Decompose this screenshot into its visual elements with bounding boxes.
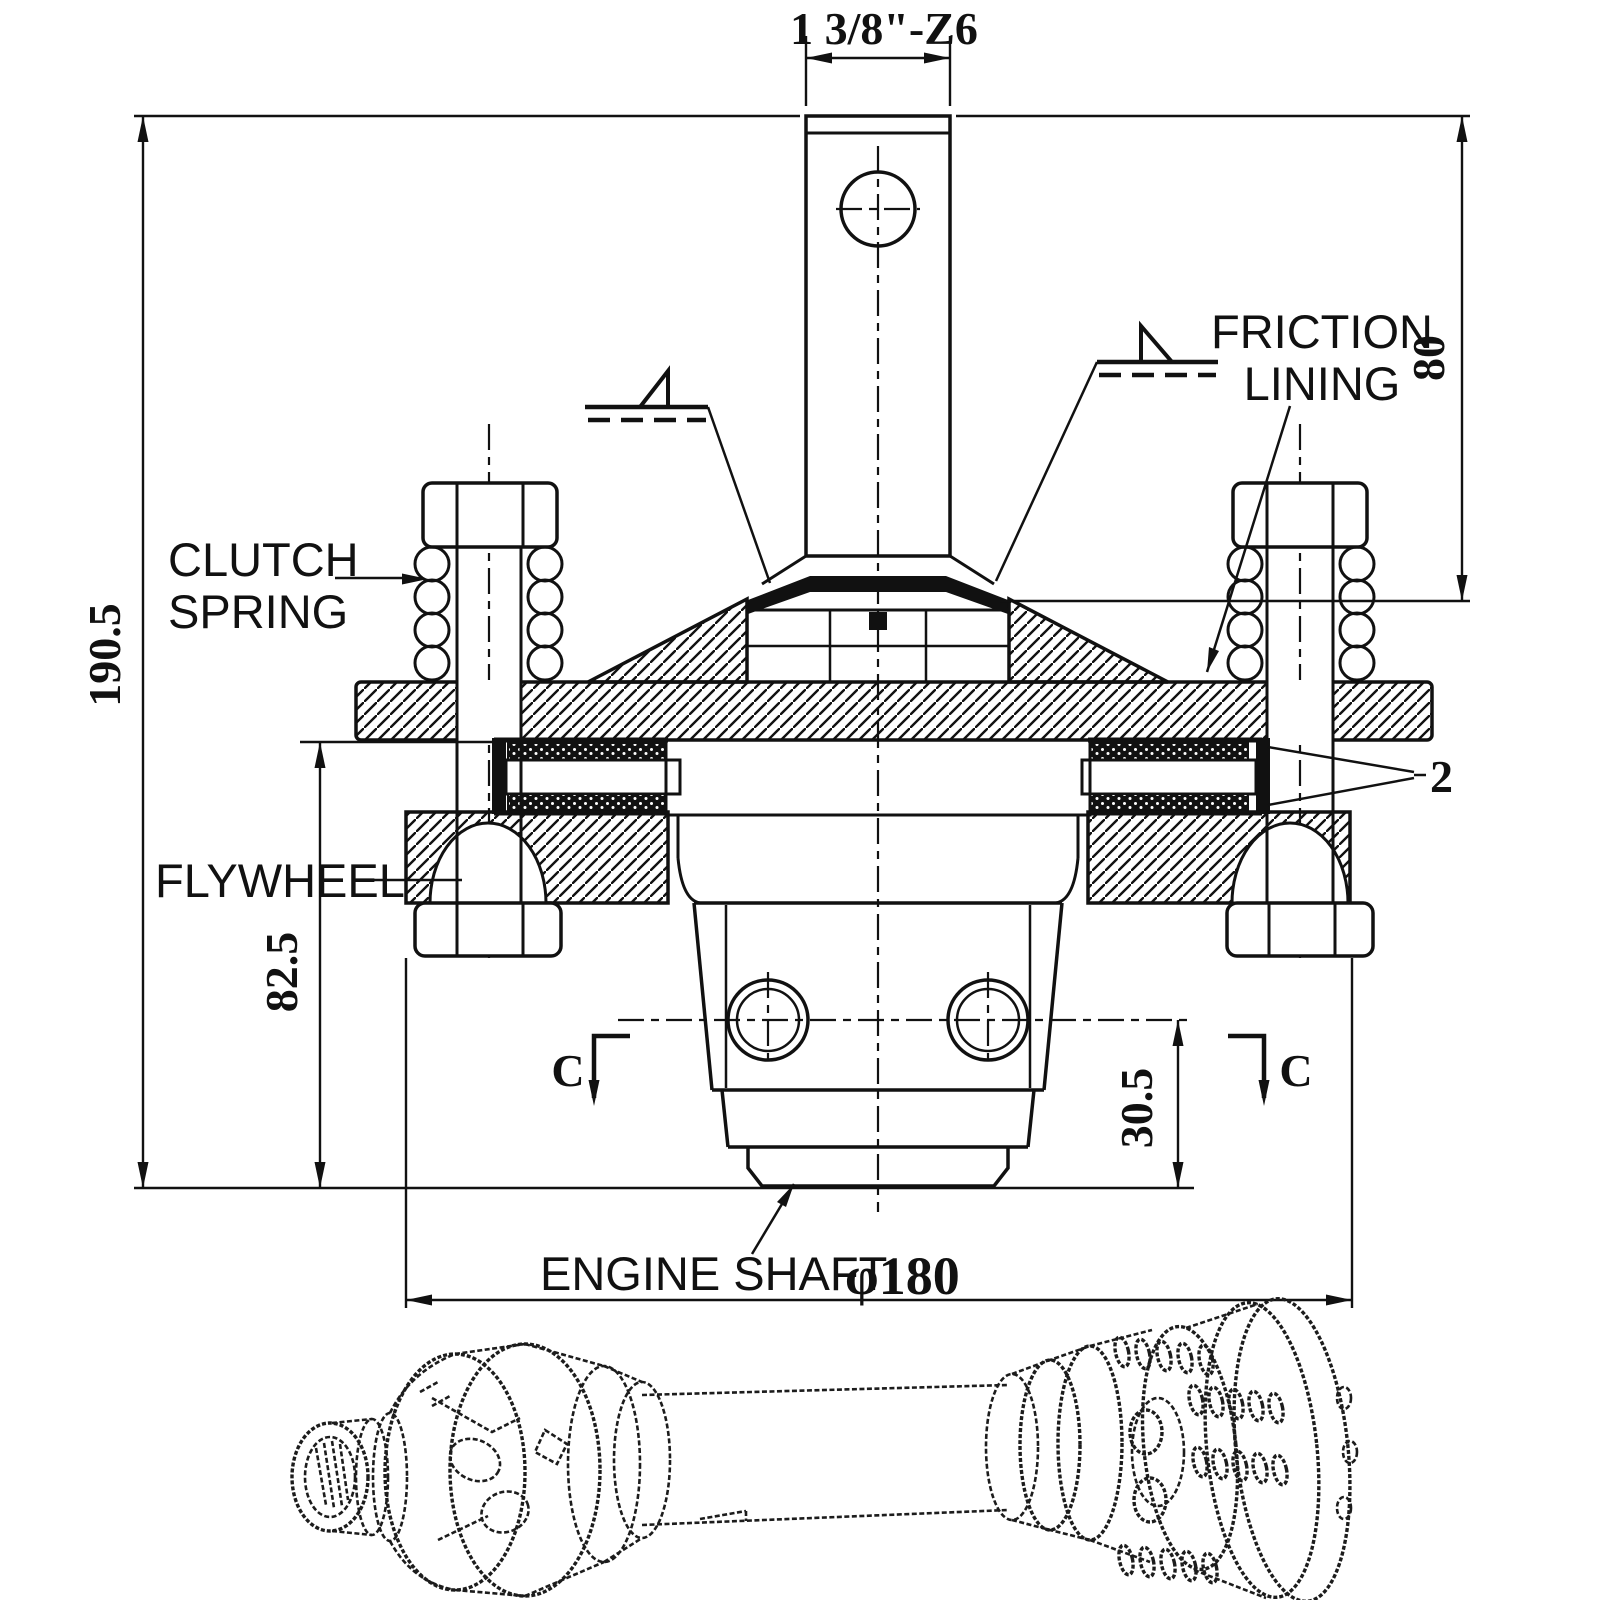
dim-overall-height: 190.5 (79, 114, 1194, 1190)
clutch-spring-assembly-left (413, 481, 564, 903)
coil-spring-right (1226, 545, 1376, 682)
dim-30-5-text: 30.5 (1111, 1068, 1162, 1149)
pressure-plate (354, 680, 1434, 742)
bolt-hole-left (726, 978, 810, 1062)
hex-nut-top-right (1231, 481, 1369, 549)
section-marker-left: C (551, 1033, 630, 1106)
dim-hole-to-bottom: 30.5 (1111, 1020, 1184, 1188)
hex-nut-top-left (421, 481, 559, 549)
section-marker-right: C (1228, 1033, 1313, 1106)
pto-spring-bolts (1113, 1335, 1359, 1585)
engine-shaft-seat (746, 1147, 1010, 1188)
pto-shaft-illustration (290, 1297, 1359, 1600)
pto-guard-bell (383, 1342, 602, 1598)
pto-clutch-head (984, 1297, 1359, 1600)
weld-symbol-left (585, 365, 772, 584)
label-friction-lining: FRICTION LINING (1205, 305, 1433, 673)
flywheel-text: FLYWHEEL (155, 854, 405, 907)
clutch-spring-assembly-right (1226, 481, 1376, 903)
flywheel-right (1086, 810, 1375, 958)
bolt-hole-right (946, 978, 1030, 1062)
dim-spline-text: 1 3/8"-Z6 (790, 3, 978, 54)
friction-cone-pad (748, 576, 1008, 614)
pto-splined-end (290, 1411, 409, 1543)
dim-flange-diameter: φ180 (404, 958, 1354, 1308)
pto-tube (524, 1342, 1009, 1598)
dim-disc-to-bottom: 82.5 (256, 740, 492, 1188)
flywheel-left (404, 810, 670, 958)
dim-80-text: 80 (1403, 335, 1454, 381)
yoke-shaft (748, 114, 1008, 614)
dim-82-5-text: 82.5 (256, 932, 307, 1013)
dim-yoke-height: 80 (956, 114, 1470, 603)
friction-lining-right-top (1089, 742, 1249, 761)
section-c-left-text: C (551, 1045, 584, 1096)
clutch-spring-text-2: SPRING (168, 585, 348, 638)
section-c-right-text: C (1279, 1045, 1312, 1096)
part-ref-text: 2 (1430, 751, 1453, 802)
label-part-ref-2: 2 (1267, 745, 1453, 807)
friction-disc (492, 737, 1270, 816)
friction-lining-left-top (507, 742, 667, 761)
friction-lining-right-bottom (1089, 793, 1249, 812)
label-clutch-spring: CLUTCH SPRING (168, 533, 428, 638)
friction-lining-text-2: LINING (1244, 357, 1401, 410)
friction-lining-left-bottom (507, 793, 667, 812)
center-pin (869, 612, 887, 630)
clutch-housing-cone (587, 596, 1169, 684)
hub-body (664, 738, 1092, 1188)
dim-190-5-text: 190.5 (79, 603, 130, 707)
engine-shaft-text: ENGINE SHAFT (540, 1247, 887, 1300)
yoke-pin-hole (839, 170, 917, 248)
weld-symbol-right (994, 320, 1218, 582)
label-flywheel: FLYWHEEL (155, 854, 462, 907)
clutch-spring-text-1: CLUTCH (168, 533, 359, 586)
label-engine-shaft: ENGINE SHAFT (540, 1183, 887, 1300)
dim-spline-spec: 1 3/8"-Z6 (790, 3, 978, 106)
dim-diameter-text: φ180 (845, 1246, 960, 1306)
friction-lining-text-1: FRICTION (1211, 305, 1433, 358)
coil-spring-left (413, 545, 564, 682)
